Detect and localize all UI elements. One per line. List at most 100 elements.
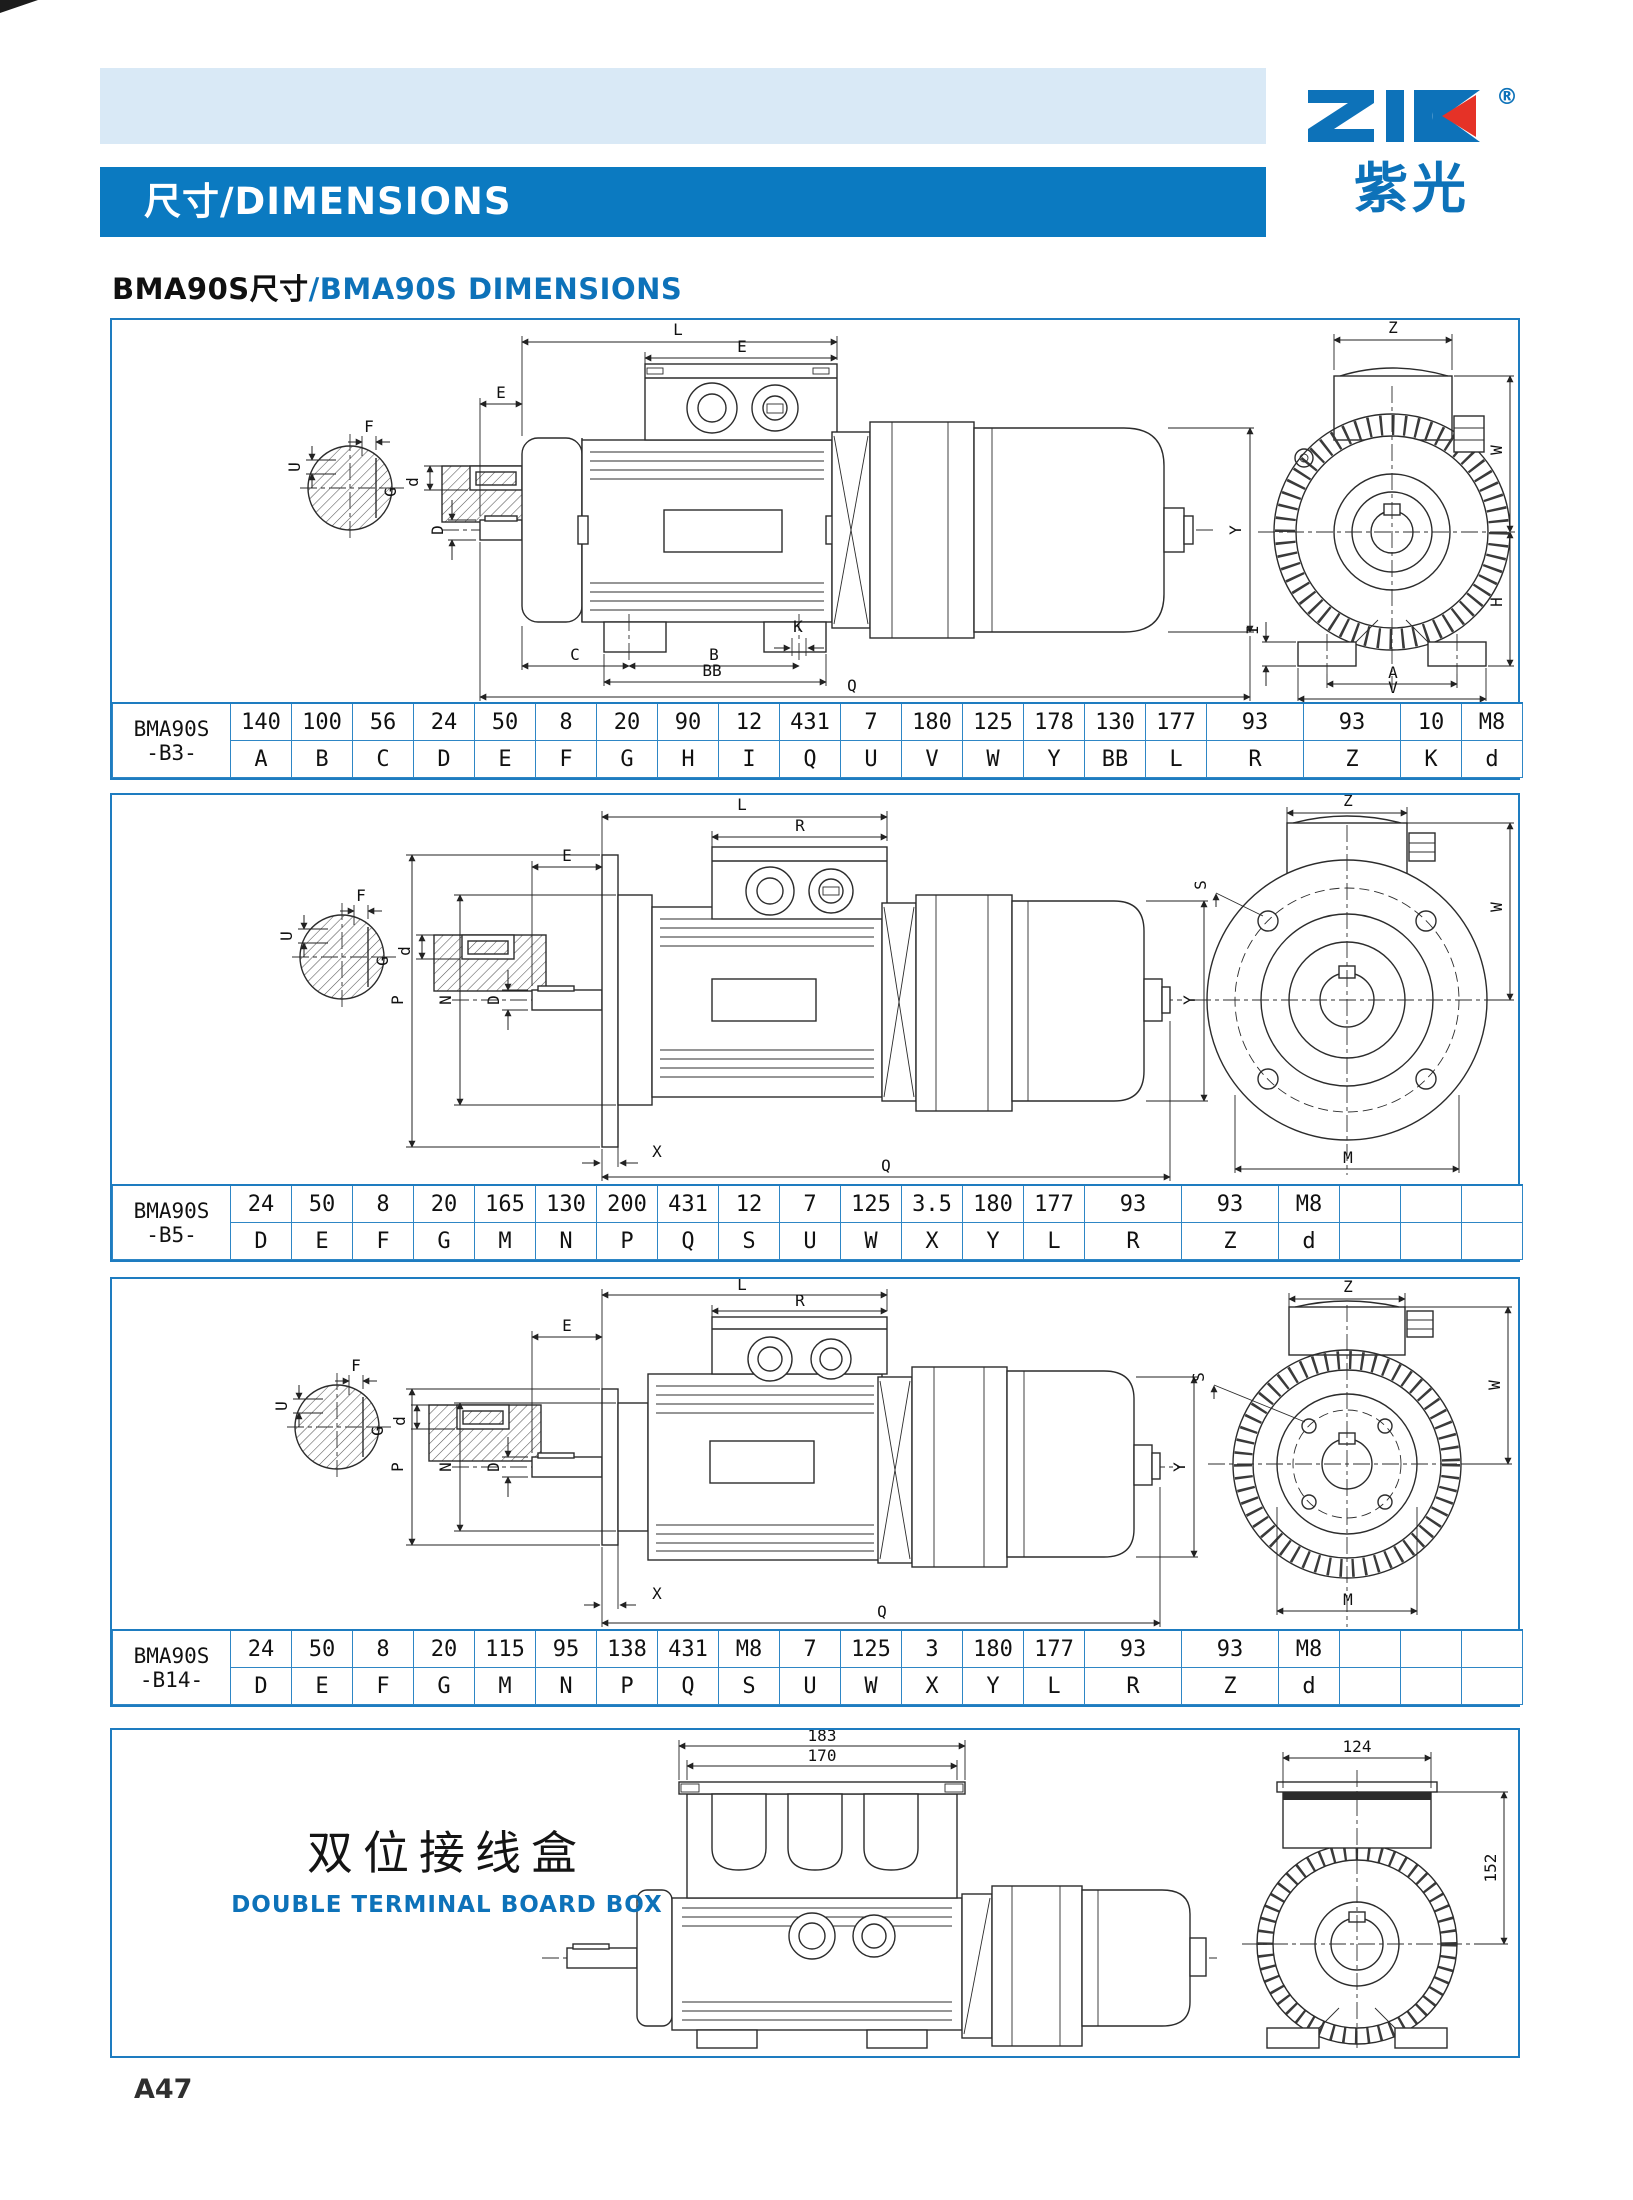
dim-label-g: G bbox=[373, 956, 392, 966]
cell-dim: D bbox=[230, 1222, 292, 1260]
cell-value: 125 bbox=[962, 702, 1024, 741]
cell-value: 100 bbox=[291, 702, 353, 741]
dim-label-y: Y bbox=[1180, 995, 1199, 1005]
cell-dim: W bbox=[962, 740, 1024, 778]
b14-panel: F U G d bbox=[110, 1277, 1523, 1707]
cell-value: 138 bbox=[596, 1629, 658, 1668]
dim-label-s: S bbox=[1189, 1372, 1208, 1382]
cell-value: 431 bbox=[657, 1629, 719, 1668]
cell-value: 12 bbox=[718, 702, 780, 741]
brand-name-cn: 紫光 bbox=[1354, 157, 1470, 220]
terminal-end-view: 124 152 bbox=[1242, 1737, 1508, 2050]
cell-dim: U bbox=[840, 740, 902, 778]
dim-label-u: U bbox=[272, 1401, 291, 1411]
b3-end-view: Z W H I A V bbox=[1243, 320, 1518, 703]
dim-label-e: E bbox=[562, 846, 572, 865]
cell-dim: d bbox=[1278, 1222, 1340, 1260]
cell-dim: C bbox=[352, 740, 414, 778]
cell-value: M8 bbox=[718, 1629, 780, 1668]
cell-value: 125 bbox=[840, 1184, 902, 1223]
cell-value: 24 bbox=[413, 702, 475, 741]
brand-logo: ® 紫光 bbox=[1300, 82, 1524, 216]
cell-value: 50 bbox=[291, 1629, 353, 1668]
cell-value bbox=[1461, 1629, 1523, 1668]
cell-dim bbox=[1400, 1667, 1462, 1705]
cell-value: 3.5 bbox=[901, 1184, 963, 1223]
cell-value: 177 bbox=[1145, 702, 1207, 741]
dim-label-z: Z bbox=[1388, 320, 1398, 337]
dim-label-z: Z bbox=[1343, 1279, 1353, 1296]
dim-label-g: G bbox=[368, 1426, 387, 1436]
cell-value: 125 bbox=[840, 1629, 902, 1668]
b14-drawings: F U G d bbox=[272, 1279, 1512, 1627]
model-cell: BMA90S-B3- bbox=[112, 702, 231, 778]
cell-dim: N bbox=[535, 1222, 597, 1260]
cell-value: 7 bbox=[779, 1184, 841, 1223]
dim-label-p: P bbox=[388, 995, 407, 1005]
cell-dim: Z bbox=[1181, 1667, 1279, 1705]
dim-label-n: N bbox=[436, 1462, 455, 1472]
cell-value bbox=[1339, 1629, 1401, 1668]
cell-value: 3 bbox=[901, 1629, 963, 1668]
cell-dim: W bbox=[840, 1667, 902, 1705]
cell-value: 20 bbox=[413, 1184, 475, 1223]
section-banner: 尺寸/DIMENSIONS bbox=[100, 167, 1266, 237]
cell-dim: d bbox=[1278, 1667, 1340, 1705]
cell-value: 90 bbox=[657, 702, 719, 741]
dim-label-s: S bbox=[1191, 880, 1210, 890]
cell-value: 93 bbox=[1181, 1184, 1279, 1223]
cell-dim: Y bbox=[962, 1667, 1024, 1705]
dim-label-q: Q bbox=[877, 1602, 887, 1621]
dim-label-r: R bbox=[795, 1291, 805, 1310]
cell-value: 8 bbox=[352, 1629, 414, 1668]
cell-dim: Z bbox=[1181, 1222, 1279, 1260]
cell-value: 93 bbox=[1206, 702, 1304, 741]
terminal-box-panel: 双位接线盒 DOUBLE TERMINAL BOARD BOX bbox=[110, 1728, 1520, 2058]
cell-dim bbox=[1400, 1222, 1462, 1260]
cell-dim: U bbox=[779, 1222, 841, 1260]
cell-dim: X bbox=[901, 1222, 963, 1260]
cell-value: M8 bbox=[1278, 1184, 1340, 1223]
cell-value: 24 bbox=[230, 1184, 292, 1223]
cell-dim: V bbox=[901, 740, 963, 778]
cell-dim: Q bbox=[657, 1222, 719, 1260]
cell-value bbox=[1461, 1184, 1523, 1223]
cell-dim: Q bbox=[779, 740, 841, 778]
cell-dim bbox=[1339, 1222, 1401, 1260]
cell-dim: Z bbox=[1303, 740, 1401, 778]
cell-dim bbox=[1339, 1667, 1401, 1705]
cell-dim: Q bbox=[657, 1667, 719, 1705]
b5-side-view: P N D E L R X Q bbox=[388, 795, 1208, 1181]
dim-label-170: 170 bbox=[808, 1746, 837, 1765]
cell-dim: Y bbox=[1023, 740, 1085, 778]
model-cell: BMA90S-B5- bbox=[112, 1184, 231, 1260]
dim-label-m: M bbox=[1343, 1590, 1353, 1609]
cell-dim: G bbox=[413, 1667, 475, 1705]
dim-label-d: d bbox=[390, 1416, 409, 1426]
dim-label-d-shaft: D bbox=[484, 1462, 503, 1472]
cell-value: 130 bbox=[535, 1184, 597, 1223]
dim-label-m: M bbox=[1343, 1148, 1353, 1167]
cell-dim: G bbox=[413, 1222, 475, 1260]
dim-label-f: F bbox=[351, 1356, 361, 1375]
cell-dim: F bbox=[352, 1667, 414, 1705]
shaft-sections: F U G d bbox=[277, 886, 547, 1011]
cell-value: 20 bbox=[413, 1629, 475, 1668]
dim-label-d-shaft: D bbox=[428, 525, 447, 535]
cell-dim: D bbox=[230, 1667, 292, 1705]
cell-value: 180 bbox=[962, 1184, 1024, 1223]
cell-value: 431 bbox=[779, 702, 841, 741]
cell-value: 12 bbox=[718, 1184, 780, 1223]
cell-dim: P bbox=[596, 1667, 658, 1705]
cell-dim: L bbox=[1023, 1222, 1085, 1260]
dim-label-d: d bbox=[395, 946, 414, 956]
cell-value: M8 bbox=[1461, 702, 1523, 741]
dim-label-e-top: E bbox=[737, 337, 747, 356]
dim-label-f: F bbox=[356, 886, 366, 905]
cell-dim: L bbox=[1023, 1667, 1085, 1705]
terminal-box-title-cn: 双位接线盒 bbox=[307, 1826, 587, 1880]
dim-label-b: B bbox=[709, 645, 719, 664]
dim-label-124: 124 bbox=[1343, 1737, 1372, 1756]
